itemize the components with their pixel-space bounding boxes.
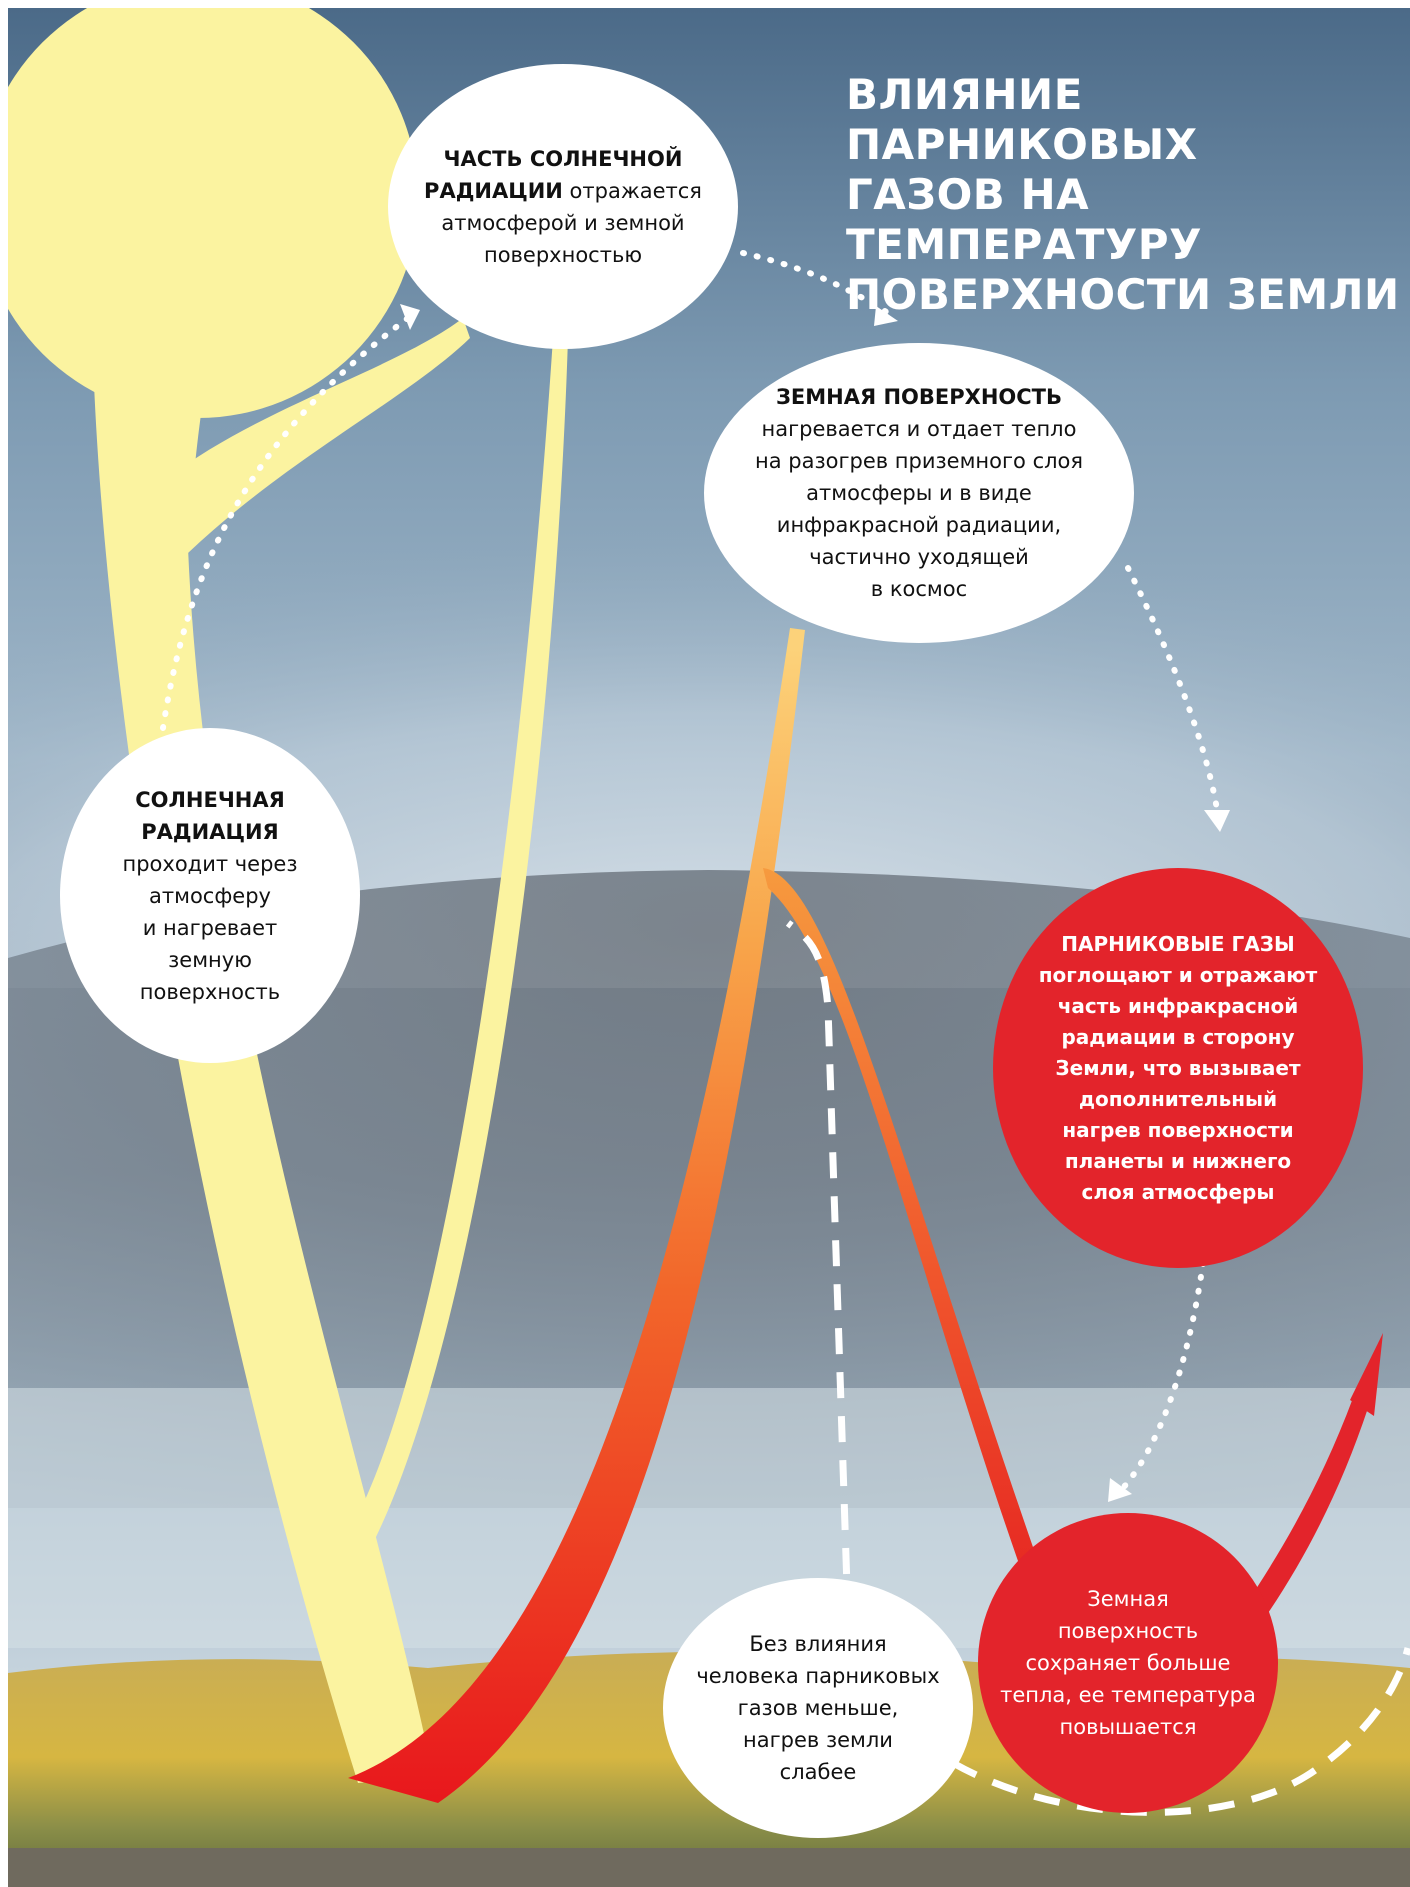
bubble-heading: РАДИАЦИЯ (141, 819, 279, 844)
bubble-text: проходит через (122, 851, 298, 876)
bubble-text: слабее (779, 1760, 857, 1784)
bubble-text: поверхность (1057, 1619, 1199, 1643)
title-line: ПОВЕРХНОСТИ ЗЕМЛИ (846, 270, 1400, 319)
bubble-text: атмосферу (149, 883, 271, 908)
solar-radiation-beam (93, 358, 433, 1783)
greenhouse-reflection-beam (763, 868, 1083, 1698)
reflected-by-surface-beam (308, 338, 568, 1613)
greenhouse-gases-bubble: ПАРНИКОВЫЕ ГАЗЫ поглощают и отражают час… (993, 868, 1363, 1268)
bubble-heading: ЗЕМНАЯ ПОВЕРХНОСТЬ (775, 385, 1062, 409)
bubble-text: на разогрев приземного слоя (754, 449, 1084, 473)
bubble-text: Земная (1087, 1587, 1169, 1611)
bubble-text: сохраняет больше (1025, 1651, 1231, 1675)
page-title: ВЛИЯНИЕ ПАРНИКОВЫХ ГАЗОВ НА ТЕМПЕРАТУРУ … (846, 70, 1406, 320)
bubble-text: нагрев поверхности (1062, 1117, 1294, 1142)
bubble-text: нагрев земли (743, 1728, 893, 1752)
bubble-heading: ПАРНИКОВЫЕ ГАЗЫ (1061, 931, 1295, 956)
bubble-text: газов меньше, (737, 1696, 899, 1720)
ground-strip (8, 1848, 1410, 1887)
earth-surface-bubble: ЗЕМНАЯ ПОВЕРХНОСТЬ нагревается и отдает … (704, 343, 1134, 643)
bubble-text: отражается (562, 178, 702, 203)
bubble-text: слоя атмосферы (1081, 1179, 1275, 1204)
bubble-text: атмосферой и земной (441, 210, 685, 235)
bubble-heading: РАДИАЦИИ (424, 178, 563, 203)
bubble-heading: ЧАСТЬ СОЛНЕЧНОЙ (443, 146, 683, 171)
infographic: ВЛИЯНИЕ ПАРНИКОВЫХ ГАЗОВ НА ТЕМПЕРАТУРУ … (8, 8, 1410, 1887)
bubble-text: инфракрасной радиации, (776, 513, 1062, 537)
arrowhead-icon (400, 304, 420, 330)
arrowhead-icon (874, 306, 898, 326)
dotted-arrow-greenhouse-to-retains (1120, 1260, 1206, 1491)
retains-heat-bubble: Земная поверхность сохраняет больше тепл… (978, 1513, 1278, 1813)
bubble-text: дополнительный (1078, 1086, 1278, 1111)
bubble-text: нагревается и отдает тепло (761, 417, 1077, 441)
heat-escape-arrowhead (1350, 1333, 1383, 1416)
without-human-bubble: Без влияния человека парниковых газов ме… (663, 1578, 973, 1838)
dashed-path-bottom (951, 1647, 1410, 1816)
bubble-heading: СОЛНЕЧНАЯ (135, 787, 285, 812)
bubble-text: Земли, что вызывает (1055, 1055, 1301, 1080)
title-line: ВЛИЯНИЕ ПАРНИКОВЫХ (846, 70, 1198, 169)
bubble-text: и нагревает (142, 915, 278, 940)
reflected-by-atmosphere-beam (168, 318, 470, 553)
bubble-text: радиации в сторону (1061, 1024, 1295, 1049)
dotted-arrow-reflected-to-surface (740, 250, 891, 316)
bubble-text: планеты и нижнего (1064, 1148, 1292, 1173)
bubble-text: повышается (1059, 1715, 1197, 1739)
bubble-text: атмосферы и в виде (806, 481, 1032, 505)
bubble-text: поверхность (139, 979, 281, 1004)
bubble-text: тепла, ее температура (1000, 1683, 1256, 1707)
arrowhead-icon (1108, 1478, 1132, 1502)
surface-heat-beam (348, 628, 805, 1803)
bubble-text: человека парниковых (696, 1664, 940, 1688)
solar-radiation-bubble: СОЛНЕЧНАЯ РАДИАЦИЯ проходит через атмосф… (60, 728, 360, 1063)
bubble-text: часть инфракрасной (1057, 993, 1299, 1018)
arrowhead-icon (1204, 810, 1230, 832)
dotted-arrow-surface-to-greenhouse (1125, 565, 1221, 819)
title-line: ГАЗОВ НА ТЕМПЕРАТУРУ (846, 170, 1202, 269)
bubble-text: поверхностью (483, 242, 643, 267)
reflected-radiation-bubble: ЧАСТЬ СОЛНЕЧНОЙ РАДИАЦИИ отражается атмо… (388, 64, 738, 349)
dashed-path-without-human (785, 920, 852, 1619)
bubble-text: поглощают и отражают (1038, 962, 1318, 987)
sun (8, 8, 418, 418)
bubble-text: земную (168, 947, 252, 972)
bubble-text: частично уходящей (809, 545, 1029, 569)
bubble-text: в космос (870, 577, 968, 601)
bubble-text: Без влияния (749, 1632, 887, 1656)
